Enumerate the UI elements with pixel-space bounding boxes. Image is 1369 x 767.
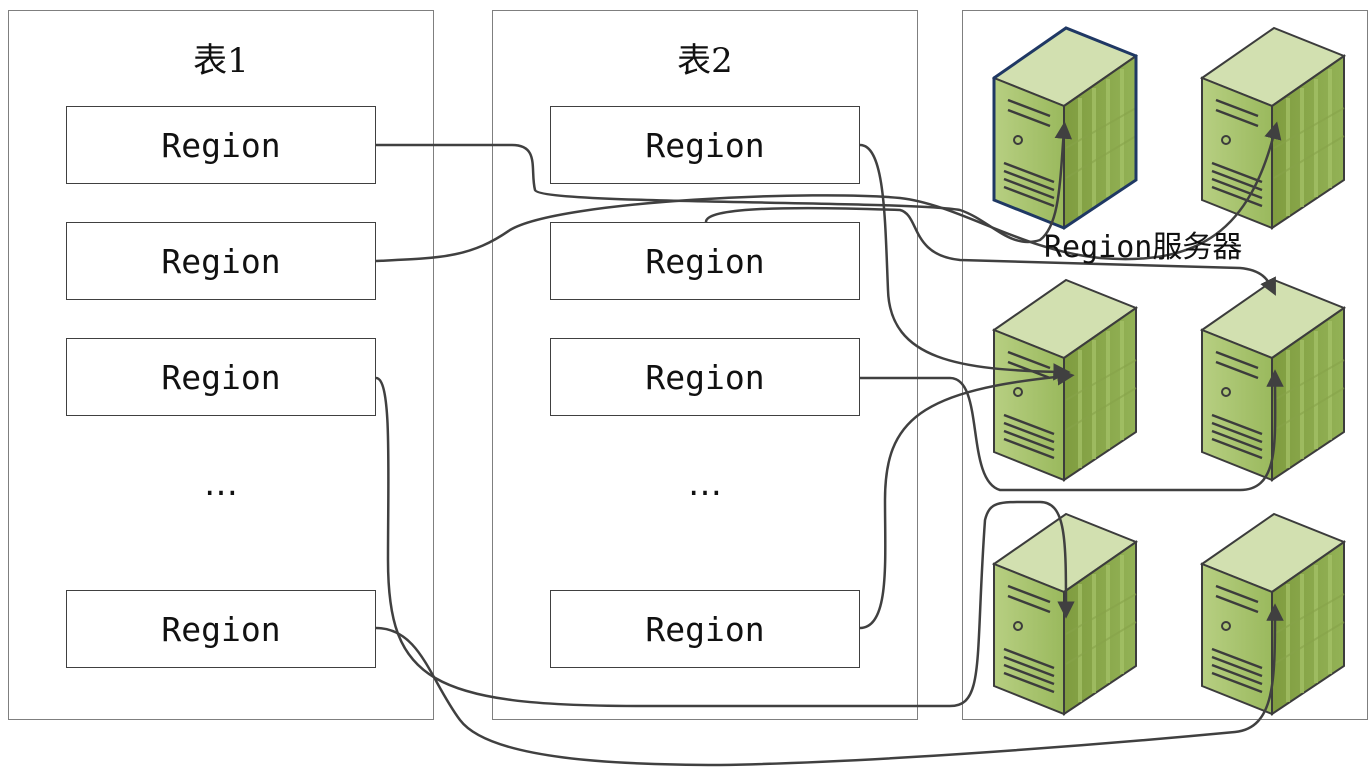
table2-region-3: Region [550, 338, 860, 416]
table1-region-2: Region [66, 222, 376, 300]
connector-t1r4 [375, 603, 1284, 767]
table2-region-1: Region [550, 106, 860, 184]
connector-t1r3 [375, 376, 1075, 708]
connector-t2r2 [704, 206, 1276, 296]
table2-title: 表2 [677, 41, 733, 81]
connector-t2r1 [859, 143, 1071, 381]
server-icon-1 [992, 26, 1138, 230]
table2-region-4: Region [550, 590, 860, 668]
table1-region-1: Region [66, 106, 376, 184]
connector-t2r3 [860, 369, 1284, 492]
table1-region-4: Region [66, 590, 376, 668]
connector-t1r1 [376, 121, 1073, 244]
table2-ellipsis: … [688, 464, 722, 504]
server-icon-2 [1200, 26, 1346, 230]
server-icon-3 [992, 278, 1138, 482]
connector-t2r4 [859, 368, 1075, 630]
connector-t1r2 [375, 121, 1282, 263]
table1-title: 表1 [193, 41, 249, 81]
table2-region-2: Region [550, 222, 860, 300]
region-server-label: Region服务器 [1044, 230, 1243, 265]
table1-ellipsis: … [204, 464, 238, 504]
table1-region-3: Region [66, 338, 376, 416]
